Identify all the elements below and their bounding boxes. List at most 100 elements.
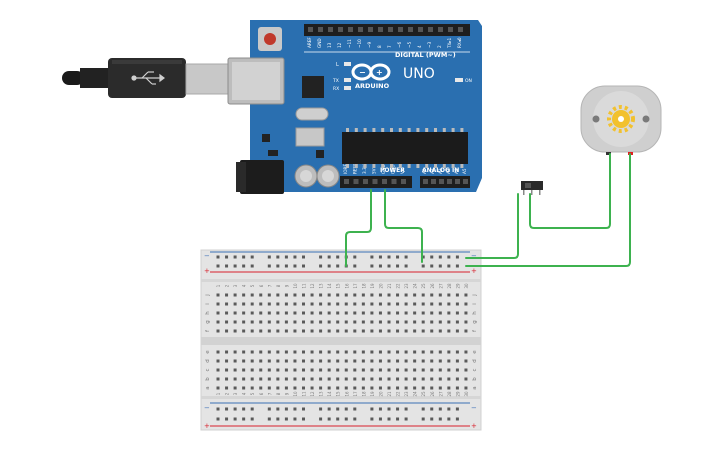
terminal-hole[interactable]: [259, 359, 263, 363]
terminal-hole[interactable]: [464, 293, 468, 297]
wire-rail-to-motor-red[interactable]: [465, 153, 631, 267]
terminal-hole[interactable]: [455, 377, 459, 381]
terminal-hole[interactable]: [233, 320, 237, 324]
terminal-hole[interactable]: [353, 368, 357, 372]
terminal-hole[interactable]: [284, 311, 288, 315]
rail-hole[interactable]: [225, 255, 229, 259]
terminal-hole[interactable]: [387, 368, 391, 372]
rail-hole[interactable]: [293, 407, 297, 411]
power-pin-hole[interactable]: [391, 179, 397, 184]
terminal-hole[interactable]: [250, 368, 254, 372]
terminal-hole[interactable]: [378, 320, 382, 324]
rail-hole[interactable]: [216, 417, 220, 421]
terminal-hole[interactable]: [361, 302, 365, 306]
terminal-hole[interactable]: [353, 320, 357, 324]
rail-hole[interactable]: [242, 255, 246, 259]
rail-hole[interactable]: [276, 255, 280, 259]
rail-hole[interactable]: [455, 264, 459, 268]
terminal-hole[interactable]: [302, 311, 305, 315]
terminal-hole[interactable]: [259, 293, 263, 297]
rail-hole[interactable]: [327, 255, 331, 259]
terminal-hole[interactable]: [413, 359, 417, 363]
terminal-hole[interactable]: [336, 359, 340, 363]
terminal-hole[interactable]: [421, 329, 425, 333]
rail-hole[interactable]: [336, 255, 340, 259]
analog-pin-hole[interactable]: [423, 179, 428, 184]
terminal-hole[interactable]: [225, 293, 229, 297]
terminal-hole[interactable]: [404, 350, 408, 354]
terminal-hole[interactable]: [327, 320, 331, 324]
terminal-hole[interactable]: [327, 386, 331, 390]
terminal-hole[interactable]: [404, 386, 408, 390]
digital-pin-hole[interactable]: [328, 27, 333, 32]
terminal-hole[interactable]: [438, 302, 442, 306]
terminal-hole[interactable]: [404, 377, 408, 381]
terminal-hole[interactable]: [250, 329, 254, 333]
terminal-hole[interactable]: [336, 368, 340, 372]
terminal-hole[interactable]: [327, 311, 331, 315]
terminal-hole[interactable]: [455, 293, 459, 297]
rail-hole[interactable]: [438, 264, 442, 268]
terminal-hole[interactable]: [216, 293, 220, 297]
terminal-hole[interactable]: [310, 320, 314, 324]
terminal-hole[interactable]: [293, 368, 297, 372]
terminal-hole[interactable]: [310, 386, 314, 390]
rail-hole[interactable]: [267, 407, 271, 411]
rail-hole[interactable]: [438, 417, 442, 421]
rail-hole[interactable]: [319, 407, 323, 411]
terminal-hole[interactable]: [464, 350, 468, 354]
terminal-hole[interactable]: [464, 329, 468, 333]
rail-hole[interactable]: [370, 255, 374, 259]
terminal-hole[interactable]: [225, 359, 229, 363]
terminal-hole[interactable]: [387, 320, 391, 324]
terminal-hole[interactable]: [242, 350, 246, 354]
terminal-hole[interactable]: [267, 350, 271, 354]
terminal-hole[interactable]: [430, 368, 434, 372]
rail-hole[interactable]: [284, 264, 288, 268]
terminal-hole[interactable]: [302, 302, 305, 306]
rail-hole[interactable]: [327, 407, 331, 411]
rail-hole[interactable]: [447, 255, 451, 259]
wire-5v-to-rail[interactable]: [345, 189, 372, 267]
terminal-hole[interactable]: [293, 329, 297, 333]
terminal-hole[interactable]: [361, 377, 365, 381]
terminal-hole[interactable]: [396, 320, 400, 324]
terminal-hole[interactable]: [310, 302, 314, 306]
terminal-hole[interactable]: [233, 329, 237, 333]
terminal-hole[interactable]: [344, 293, 348, 297]
rail-hole[interactable]: [353, 255, 357, 259]
rail-hole[interactable]: [242, 417, 246, 421]
rail-hole[interactable]: [421, 264, 425, 268]
terminal-hole[interactable]: [267, 377, 271, 381]
power-pin-hole[interactable]: [353, 179, 359, 184]
terminal-hole[interactable]: [267, 386, 271, 390]
terminal-hole[interactable]: [336, 386, 340, 390]
terminal-hole[interactable]: [378, 293, 382, 297]
rail-hole[interactable]: [447, 264, 451, 268]
rail-hole[interactable]: [378, 255, 382, 259]
terminal-hole[interactable]: [225, 350, 229, 354]
rail-hole[interactable]: [276, 264, 280, 268]
terminal-hole[interactable]: [387, 302, 391, 306]
terminal-hole[interactable]: [293, 350, 297, 354]
digital-pin-hole[interactable]: [438, 27, 443, 32]
terminal-hole[interactable]: [267, 359, 271, 363]
terminal-hole[interactable]: [387, 293, 391, 297]
terminal-hole[interactable]: [250, 386, 254, 390]
terminal-hole[interactable]: [336, 293, 340, 297]
terminal-hole[interactable]: [319, 293, 323, 297]
rail-hole[interactable]: [447, 417, 451, 421]
terminal-hole[interactable]: [293, 359, 297, 363]
terminal-hole[interactable]: [250, 320, 254, 324]
analog-pin-hole[interactable]: [439, 179, 444, 184]
terminal-hole[interactable]: [225, 311, 229, 315]
rail-hole[interactable]: [387, 407, 391, 411]
terminal-hole[interactable]: [361, 350, 365, 354]
terminal-hole[interactable]: [430, 302, 434, 306]
terminal-hole[interactable]: [284, 293, 288, 297]
terminal-hole[interactable]: [370, 293, 374, 297]
digital-pin-hole[interactable]: [428, 27, 433, 32]
terminal-hole[interactable]: [361, 368, 365, 372]
terminal-hole[interactable]: [387, 350, 391, 354]
rail-hole[interactable]: [250, 264, 254, 268]
